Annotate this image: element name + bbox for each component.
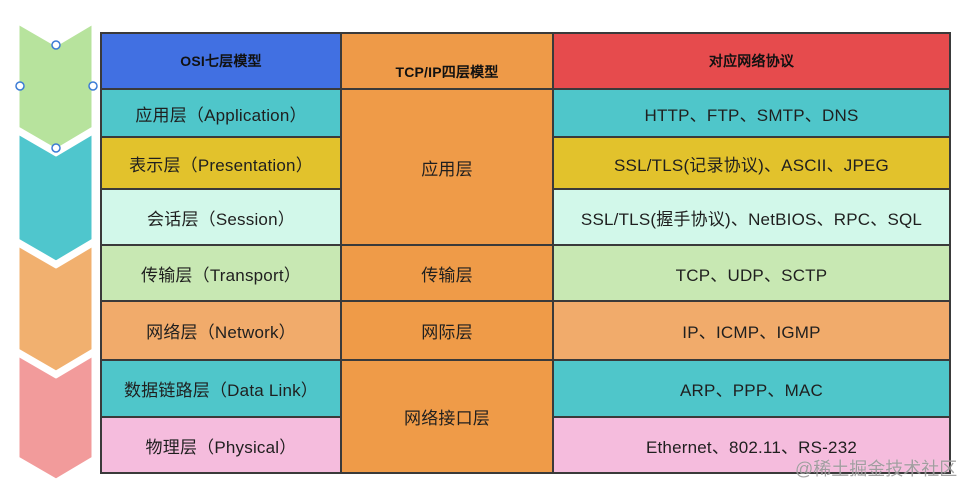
selection-handle-top[interactable] xyxy=(51,40,61,50)
osi-layer-physical: 物理层（Physical） xyxy=(102,418,340,472)
header-osi-model: OSI七层模型 xyxy=(102,34,340,88)
layer-chevron-teal[interactable] xyxy=(16,131,95,264)
selection-handle-right[interactable] xyxy=(88,81,98,91)
protocol-list: ARP、PPP、MAC xyxy=(680,381,823,400)
osi-layer-label: 传输层（Transport） xyxy=(141,265,301,285)
layer-chevron-pink[interactable] xyxy=(16,353,95,482)
header-protocols: 对应网络协议 xyxy=(554,34,949,88)
layer-chevron-orange[interactable] xyxy=(16,243,95,374)
layer-chevrons xyxy=(15,21,98,482)
osi-layer-network: 网络层（Network） xyxy=(102,302,340,359)
protocol-list: HTTP、FTP、SMTP、DNS xyxy=(644,105,859,125)
protocols-data-link: ARP、PPP、MAC xyxy=(554,361,949,416)
osi-layer-session: 会话层（Session） xyxy=(102,190,340,244)
protocol-list: SSL/TLS(记录协议)、ASCII、JPEG xyxy=(614,155,889,175)
tcpip-layer-label: 网际层 xyxy=(421,323,473,342)
header-tcpip-model: TCP/IP四层模型 xyxy=(342,34,552,88)
osi-tcpip-comparison-table: OSI七层模型 TCP/IP四层模型 对应网络协议 应用层（Applicatio… xyxy=(100,32,951,474)
osi-layer-label: 会话层（Session） xyxy=(147,209,295,229)
protocols-session: SSL/TLS(握手协议)、NetBIOS、RPC、SQL xyxy=(554,190,949,244)
protocols-presentation: SSL/TLS(记录协议)、ASCII、JPEG xyxy=(554,138,949,188)
tcpip-layer-label: 应用层 xyxy=(421,159,473,179)
osi-layer-label: 网络层（Network） xyxy=(146,323,296,342)
protocols-physical: Ethernet、802.11、RS-232 xyxy=(554,418,949,472)
protocol-list: Ethernet、802.11、RS-232 xyxy=(645,437,858,457)
osi-layer-data-link: 数据链路层（Data Link） xyxy=(102,361,340,416)
protocol-list: SSL/TLS(握手协议)、NetBIOS、RPC、SQL xyxy=(580,209,923,229)
selection-handle-bottom[interactable] xyxy=(51,143,61,153)
tcpip-layer-label: 网络接口层 xyxy=(404,409,490,428)
selection-handle-left[interactable] xyxy=(15,81,25,91)
osi-layer-label: 应用层（Application） xyxy=(135,105,307,125)
header-tcpip-model-label: TCP/IP四层模型 xyxy=(395,64,499,80)
header-osi-model-label: OSI七层模型 xyxy=(180,53,262,69)
tcpip-layer-transport: 传输层 xyxy=(342,246,552,300)
protocols-transport: TCP、UDP、SCTP xyxy=(554,246,949,300)
protocols-network: IP、ICMP、IGMP xyxy=(554,302,949,359)
protocol-list: IP、ICMP、IGMP xyxy=(682,323,821,342)
header-protocols-label: 对应网络协议 xyxy=(708,53,795,69)
protocols-application: HTTP、FTP、SMTP、DNS xyxy=(554,90,949,136)
osi-layer-presentation: 表示层（Presentation） xyxy=(102,138,340,188)
tcpip-layer-label: 传输层 xyxy=(421,265,473,285)
tcpip-layer-network-interface: 网络接口层 xyxy=(342,361,552,472)
osi-layer-label: 数据链路层（Data Link） xyxy=(123,381,319,400)
tcpip-layer-application: 应用层 xyxy=(342,90,552,244)
tcpip-layer-internet: 网际层 xyxy=(342,302,552,359)
osi-layer-transport: 传输层（Transport） xyxy=(102,246,340,300)
osi-layer-label: 物理层（Physical） xyxy=(145,437,297,457)
watermark: @稀土掘金技术社区 xyxy=(795,459,958,479)
osi-layer-application: 应用层（Application） xyxy=(102,90,340,136)
protocol-list: TCP、UDP、SCTP xyxy=(675,265,828,285)
osi-layer-label: 表示层（Presentation） xyxy=(129,155,313,175)
